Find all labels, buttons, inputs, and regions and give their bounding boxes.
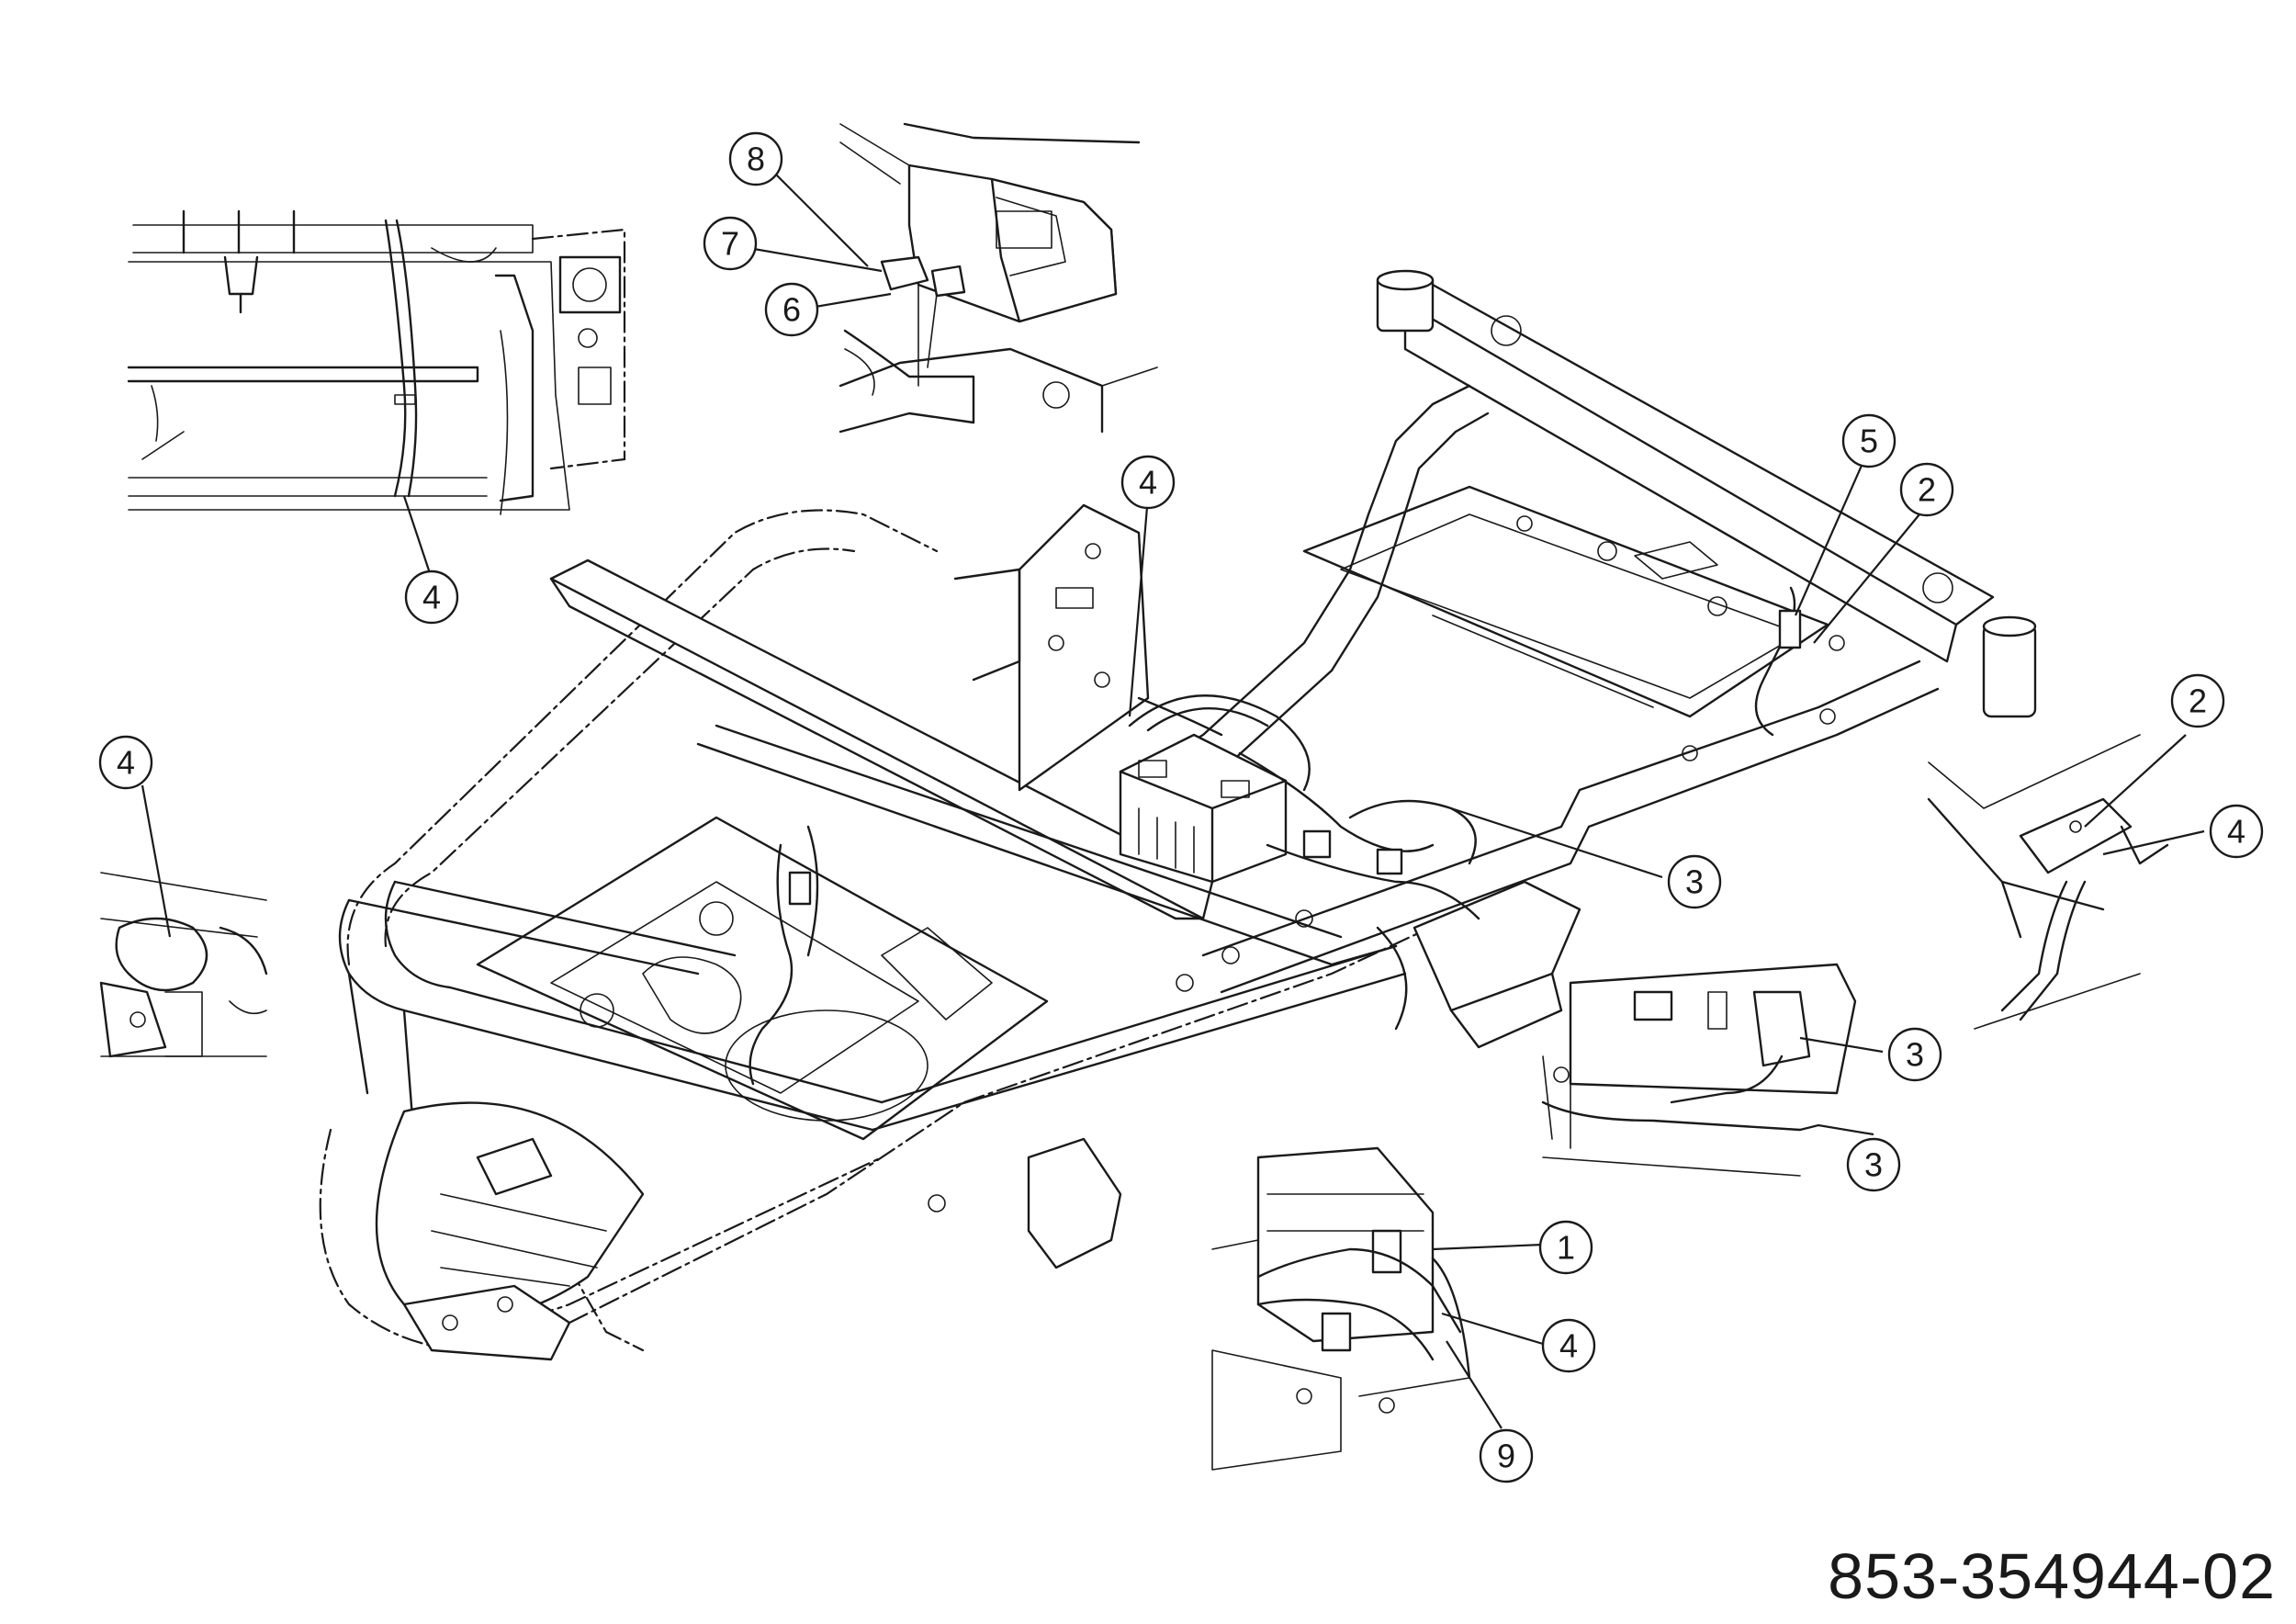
callout-label: 3 [1906,1036,1924,1074]
callout-3-inset-harness: 3 [1846,1137,1901,1192]
callout-label: 4 [2227,813,2245,851]
callout-label: 3 [1685,863,1704,901]
callout-4-inset-left: 4 [98,735,153,790]
inset-top-center-switch-detail [838,122,1158,434]
callout-label: 4 [422,579,441,616]
callout-4-battery-bracket: 4 [1120,455,1176,510]
callout-label: 2 [2189,682,2207,720]
inset-right-bracket-detail [1927,734,2169,1030]
callout-6: 6 [764,282,819,337]
callout-label: 9 [1497,1438,1515,1475]
callout-label: 4 [1139,464,1157,502]
callout-label: 3 [1864,1146,1883,1184]
callout-label: 4 [117,744,135,782]
callout-1: 1 [1538,1220,1593,1275]
callout-2-inset-right: 2 [2170,673,2225,728]
inset-left-harness-clip-detail [99,872,268,1058]
inset-switch-plate-detail [1541,963,1857,1177]
callout-label: 2 [1918,471,1936,509]
callout-4-inset-top-left: 4 [404,570,459,625]
callout-4-inset-bottom: 4 [1541,1318,1596,1373]
part-number: 853-354944-02 [1828,1540,2276,1612]
callout-label: 5 [1860,423,1878,460]
callout-label: 4 [1559,1327,1578,1365]
callout-leaders [141,164,2205,1429]
callout-9: 9 [1479,1428,1534,1483]
inset-bottom-harness-detail [1211,1146,1471,1471]
callout-label: 6 [782,291,801,329]
callout-8: 8 [728,131,783,186]
callout-label: 8 [747,141,765,178]
callout-label: 7 [721,225,739,263]
inset-top-left-harness-detail [127,209,626,515]
main-frame-assembly [319,269,2037,1361]
callout-2-frame: 2 [1899,462,1954,517]
callout-3-frame: 3 [1667,854,1722,909]
callout-label: 1 [1557,1229,1575,1267]
callout-5: 5 [1841,413,1896,468]
callout-3-inset-switch: 3 [1887,1027,1942,1082]
callout-4-inset-right: 4 [2209,804,2264,859]
callout-7: 7 [703,216,758,271]
